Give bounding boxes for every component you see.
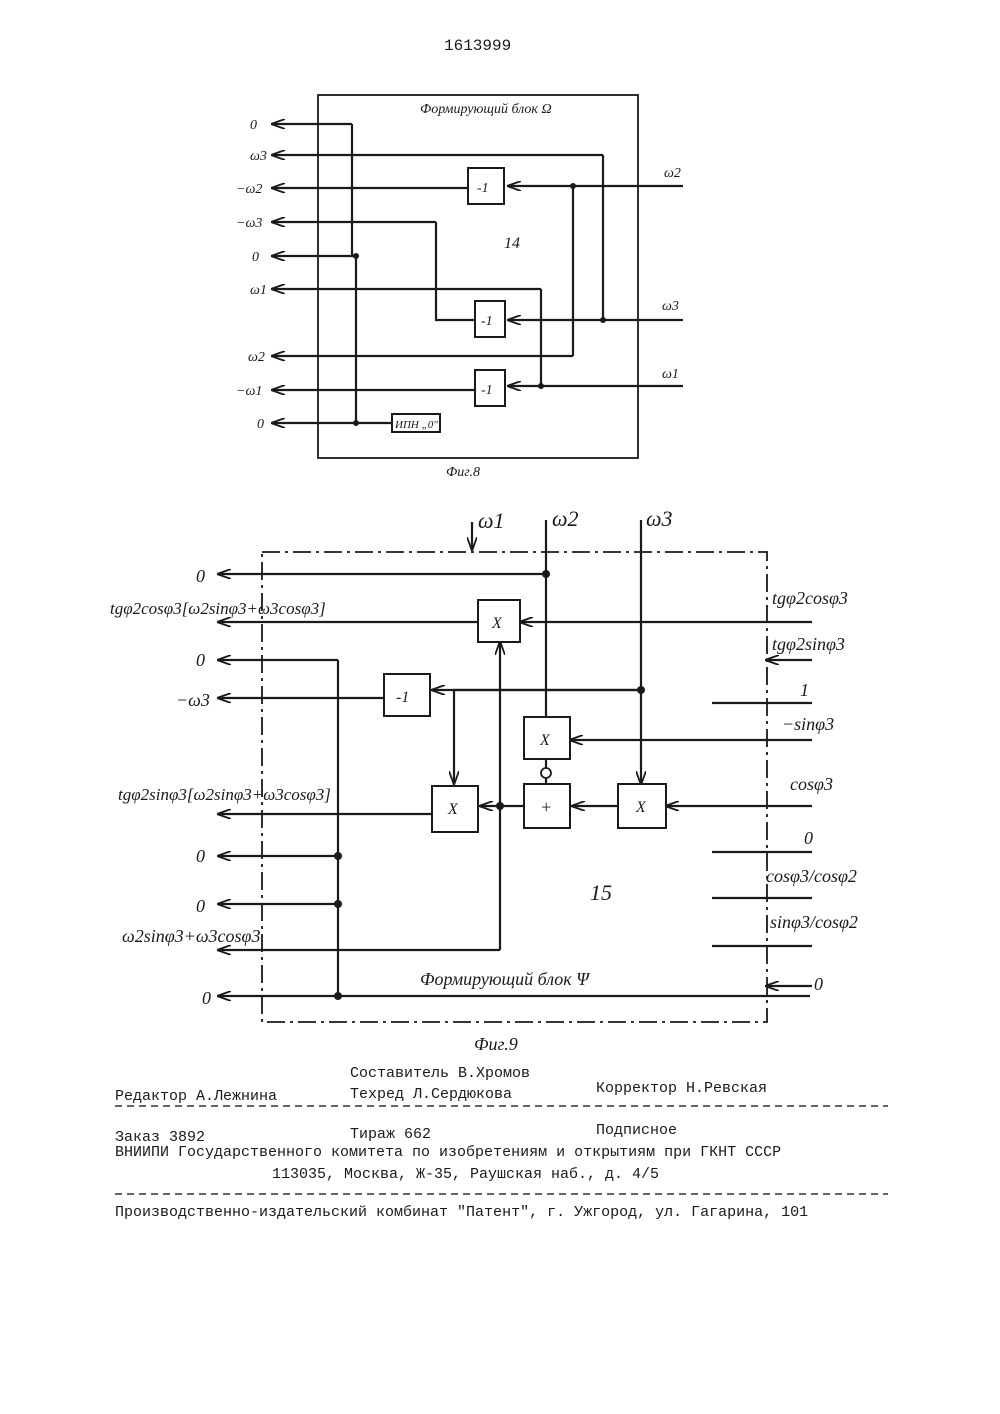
fig9-top-label-1: ω1 xyxy=(478,508,505,533)
fig8-out-label-7: ω2 xyxy=(248,350,265,365)
fig8-out-label-9: 0 xyxy=(257,417,264,432)
fig9-multiplier-4-label: X xyxy=(447,801,459,818)
fig8-out-label-2: ω3 xyxy=(250,149,267,164)
fig8-out-label-1: 0 xyxy=(250,118,257,133)
fig9-in-label-5: cosφ3 xyxy=(790,774,833,794)
fig8-out-label-3: −ω2 xyxy=(236,182,262,197)
fig9-diagram: 15 Формирующий блок Ψ xyxy=(110,506,858,1054)
fig8-inverter-2-label: -1 xyxy=(481,314,493,329)
fig9-in-label-2: tgφ2sinφ3 xyxy=(772,634,845,654)
fig9-inverter-label: -1 xyxy=(396,689,409,706)
fig9-in-label-1: tgφ2cosφ3 xyxy=(772,588,848,608)
footer-editor: Редактор А.Лежнина xyxy=(115,1088,277,1105)
fig9-out-label-1: 0 xyxy=(196,566,205,586)
fig9-in-label-4: −sinφ3 xyxy=(782,714,834,734)
fig8-zero-bus xyxy=(352,124,356,423)
fig9-in-label-9: 0 xyxy=(814,974,823,994)
fig9-out-label-8: ω2sinφ3+ω3cosφ3 xyxy=(122,926,260,946)
fig9-multiplier-3-label: X xyxy=(635,799,647,816)
fig9-adder-label: + xyxy=(540,797,552,817)
fig9-out-label-7: 0 xyxy=(196,896,205,916)
fig8-diagram: Формирующий блок Ω 14 -1 -1 - xyxy=(236,95,683,480)
fig9-block-title: Формирующий блок Ψ xyxy=(420,969,591,989)
fig8-out-label-8: −ω1 xyxy=(236,384,262,399)
fig9-in-label-3: 1 xyxy=(800,680,809,700)
fig9-node xyxy=(496,802,504,810)
fig8-in-label-1: ω2 xyxy=(664,166,681,181)
imprint-footer: Составитель В.Хромов Редактор А.Лежнина … xyxy=(115,1065,888,1221)
fig8-inverter-3-label: -1 xyxy=(481,383,493,398)
fig8-in-label-2: ω3 xyxy=(662,299,679,314)
fig8-out-label-5: 0 xyxy=(252,250,259,265)
footer-corrector: Корректор Н.Ревская xyxy=(596,1080,767,1097)
fig8-node xyxy=(600,317,606,323)
fig8-caption: Фиг.8 xyxy=(446,465,480,480)
footer-subscription: Подписное xyxy=(596,1122,677,1139)
fig9-out-label-2: tgφ2cosφ3[ω2sinφ3+ω3cosφ3] xyxy=(110,599,326,618)
fig9-caption: Фиг.9 xyxy=(474,1034,518,1054)
fig9-node xyxy=(637,686,645,694)
fig9-out-label-6: 0 xyxy=(196,846,205,866)
footer-publisher: Производственно-издательский комбинат "П… xyxy=(115,1204,808,1221)
fig8-node xyxy=(570,183,576,189)
fig8-inverter-1-label: -1 xyxy=(477,181,489,196)
footer-vniipi: ВНИИПИ Государственного комитета по изоб… xyxy=(115,1144,781,1161)
fig9-top-label-3: ω3 xyxy=(646,506,673,531)
fig8-node xyxy=(538,383,544,389)
fig9-node xyxy=(334,900,342,908)
fig9-block-number: 15 xyxy=(590,880,612,905)
fig9-negation-circle xyxy=(541,768,551,778)
fig9-out-label-3: 0 xyxy=(196,650,205,670)
fig9-node xyxy=(334,852,342,860)
page-number: 1613999 xyxy=(444,37,511,55)
fig9-out-label-9: 0 xyxy=(202,988,211,1008)
fig9-out-label-5: tgφ2sinφ3[ω2sinφ3+ω3cosφ3] xyxy=(118,785,331,804)
fig8-source-label: ИПН „0" xyxy=(394,419,438,431)
footer-compiler: Составитель В.Хромов xyxy=(350,1065,530,1082)
fig9-out-label-4: −ω3 xyxy=(176,690,210,710)
fig8-node xyxy=(353,253,359,259)
fig9-multiplier-2-label: X xyxy=(539,732,551,749)
fig9-top-label-2: ω2 xyxy=(552,506,579,531)
footer-techred: Техред Л.Сердюкова xyxy=(350,1086,512,1103)
fig8-block-number: 14 xyxy=(504,235,520,252)
footer-address: 113035, Москва, Ж-35, Раушская наб., д. … xyxy=(272,1166,659,1183)
fig8-block-title: Формирующий блок Ω xyxy=(420,102,552,117)
fig8-out-label-6: ω1 xyxy=(250,283,267,298)
fig9-in-label-8: sinφ3/cosφ2 xyxy=(770,912,858,932)
fig8-node xyxy=(353,420,359,426)
fig9-in-label-7: cosφ3/cosφ2 xyxy=(766,866,857,886)
fig8-inv2-route xyxy=(436,222,475,320)
fig9-multiplier-1-label: X xyxy=(491,615,503,632)
footer-circulation: Тираж 662 xyxy=(350,1126,431,1143)
fig9-in-label-6: 0 xyxy=(804,828,813,848)
fig9-node xyxy=(334,992,342,1000)
fig8-out-label-4: −ω3 xyxy=(236,216,262,231)
fig8-in-label-3: ω1 xyxy=(662,367,679,382)
fig9-node xyxy=(542,570,550,578)
